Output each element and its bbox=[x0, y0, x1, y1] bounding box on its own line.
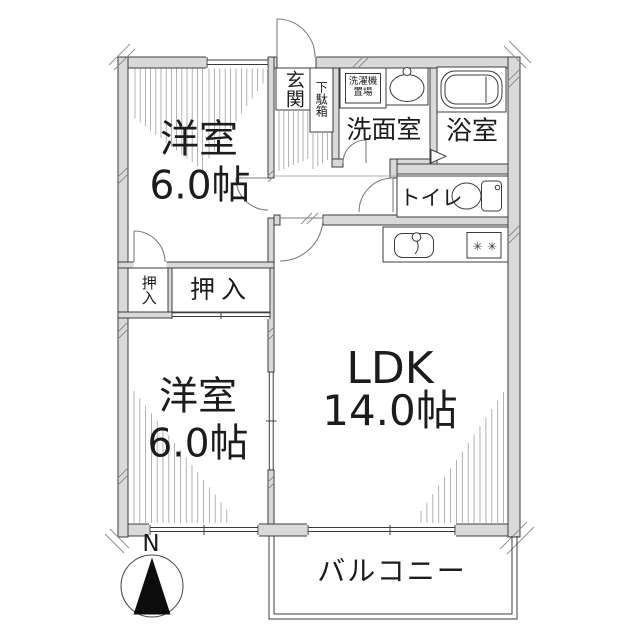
wall-hatch-marks bbox=[104, 40, 535, 555]
sliding-door-closet bbox=[171, 310, 271, 319]
windows bbox=[149, 57, 456, 535]
wall-left bbox=[117, 56, 129, 538]
door-arc-washroom bbox=[342, 139, 367, 164]
entrance-door-jambs bbox=[276, 57, 317, 68]
north-arrow-icon bbox=[120, 554, 184, 618]
door-swings bbox=[133, 18, 394, 263]
room-label-washroom: 洗面室 bbox=[346, 115, 422, 144]
kitchen-sink-icon bbox=[394, 232, 434, 258]
bath-door-marker-icon bbox=[430, 148, 448, 164]
balcony-outline bbox=[268, 536, 518, 620]
room-label-closet-small: 押入 bbox=[139, 275, 158, 305]
wall-right bbox=[507, 56, 521, 538]
window-ldk-balcony bbox=[307, 525, 456, 535]
stove-icon: ✳ ✳ bbox=[466, 232, 502, 259]
room-label-shoe-cabinet: 下駄箱 bbox=[314, 81, 329, 117]
room-size-bedroom-bottom: 6.0帖 bbox=[147, 421, 249, 467]
wall-stub-toilet bbox=[389, 158, 398, 179]
room-label-bedroom-bottom: 洋室 bbox=[158, 374, 238, 420]
burner-icon: ✳ bbox=[472, 240, 482, 254]
room-label-bedroom-top: 洋室 bbox=[159, 117, 239, 163]
toilet-icon bbox=[451, 180, 502, 212]
washbasin-icon bbox=[389, 67, 425, 102]
laundry-box-inner bbox=[345, 73, 381, 104]
room-label-ldk: LDK bbox=[346, 343, 434, 395]
corner-shading bbox=[133, 68, 504, 523]
room-label-bathroom: 浴室 bbox=[445, 116, 499, 147]
wall-center-upper bbox=[267, 56, 275, 179]
room-label-toilet: トイレ bbox=[399, 186, 463, 211]
closet-large-box bbox=[171, 267, 271, 313]
closet-small-box bbox=[127, 267, 169, 313]
room-label-laundry-line1: 洗濯機 bbox=[348, 76, 378, 88]
room-label-entrance: 玄関 bbox=[282, 70, 305, 108]
window-top-bedroom bbox=[206, 57, 269, 68]
door-arc-bedroom-top bbox=[235, 177, 269, 211]
wall-washroom-bottom-a bbox=[331, 158, 344, 168]
sliding-door-bedroom-ldk bbox=[266, 371, 277, 471]
wall-closet-bottom bbox=[117, 311, 173, 319]
bathtub-icon bbox=[436, 66, 507, 113]
room-size-bedroom-top: 6.0帖 bbox=[149, 163, 251, 209]
room-label-closet-large: 押入 bbox=[189, 275, 253, 304]
wall-hall-ldk-a bbox=[273, 214, 281, 226]
door-arc-closet bbox=[133, 230, 166, 263]
door-arc-toilet bbox=[358, 177, 394, 213]
compass-north-label: N bbox=[142, 531, 160, 558]
shoe-cabinet-box bbox=[309, 67, 334, 133]
room-size-ldk: 14.0帖 bbox=[322, 386, 458, 436]
window-bottom-bedroom bbox=[149, 525, 259, 535]
wall-center-lower bbox=[267, 469, 275, 525]
door-arc-entrance bbox=[276, 18, 316, 58]
wall-top bbox=[117, 56, 521, 69]
burner-icon: ✳ bbox=[487, 240, 497, 254]
door-arc-ldk bbox=[279, 217, 324, 262]
wall-bath-toilet bbox=[396, 163, 509, 175]
room-label-balcony: バルコニー bbox=[317, 554, 467, 588]
room-label-laundry-line2: 置場 bbox=[353, 87, 373, 99]
